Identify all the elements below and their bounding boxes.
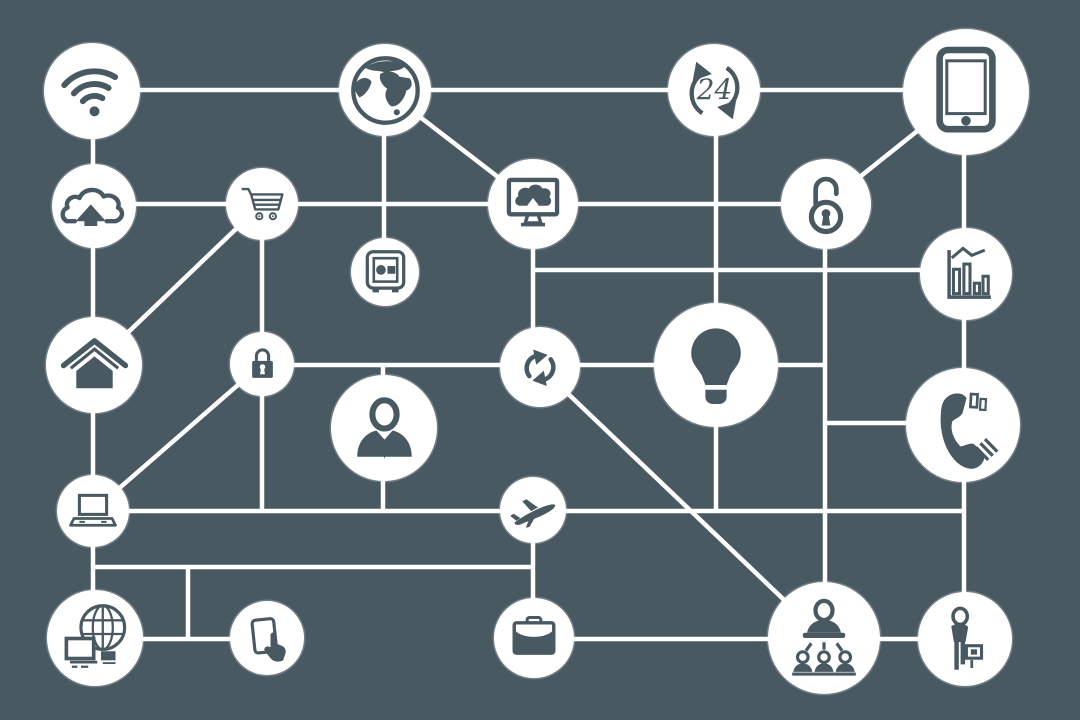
padlock-icon [251,347,273,378]
monitor-cloud-icon [506,177,560,227]
node-lightbulb [654,303,778,427]
node-sync-arrows [500,327,580,407]
node-tablet-touch [230,601,304,675]
node-bar-chart [920,228,1012,320]
node-home [46,317,142,413]
computer-globe-icon [64,603,126,668]
node-monitor-cloud [488,159,578,249]
node-laptop [57,475,129,547]
node-wifi [44,43,140,139]
node-padlock [230,332,294,396]
airplane-icon [509,498,555,528]
node-globe [339,44,431,136]
cloud-upload-icon [60,187,125,226]
node-tablet [903,29,1029,155]
briefcase-icon [512,615,556,655]
connector-line [91,362,264,513]
org-chart-icon [792,598,856,676]
bar-chart-icon [946,245,991,299]
connector-line [538,365,826,640]
lightbulb-icon [691,328,741,404]
node-team [768,582,880,694]
sync-24-icon: 24 [689,61,739,119]
sync-arrows-icon [524,349,556,386]
user-icon [356,396,412,459]
node-cart [226,168,298,240]
node-sync24: 24 [668,44,760,136]
tablet-icon [936,46,996,133]
node-worker [918,592,1012,686]
node-phone [906,368,1020,482]
node-airplane [500,477,566,543]
tablet-touch-icon [250,617,286,662]
padlock-open-icon [808,176,844,235]
person-desk-icon [950,606,983,670]
node-cloud-upload [52,164,136,248]
phone-icon [940,392,999,469]
node-person [331,375,437,481]
globe-icon [350,55,420,125]
node-computer-globe [47,590,143,686]
sync-24-label: 24 [695,73,731,106]
home-icon [60,337,128,388]
safe-icon [365,249,405,292]
wifi-icon [60,67,118,116]
node-briefcase [494,598,574,678]
node-safe [351,238,419,306]
laptop-icon [69,493,117,527]
shopping-cart-icon [241,187,284,221]
node-padlock-open [781,159,871,249]
